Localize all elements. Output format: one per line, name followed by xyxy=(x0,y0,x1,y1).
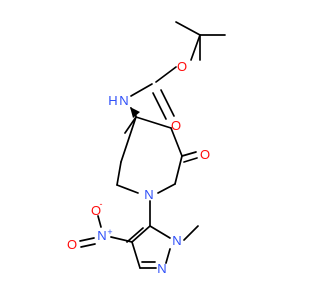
molecule-structure: O O N H O N N + O - O N N xyxy=(67,21,226,276)
atom-nitrogen-nitro: N xyxy=(97,228,106,243)
atom-nitrogen-amide: N xyxy=(119,93,128,108)
nitro-negative-charge: - xyxy=(100,199,103,209)
bond xyxy=(190,34,201,61)
bond xyxy=(160,89,175,117)
nitro-positive-charge: + xyxy=(107,227,112,237)
atom-oxygen-ketone: O xyxy=(200,147,210,162)
bond xyxy=(183,225,199,241)
bond xyxy=(170,127,183,157)
atom-labels: O O N H O N N + O - O N N xyxy=(67,59,210,276)
bond xyxy=(116,161,122,186)
atom-oxygen-nitro-minus: O xyxy=(91,203,101,218)
bond xyxy=(97,215,102,228)
bond xyxy=(120,116,137,163)
bond xyxy=(116,184,139,194)
bond xyxy=(131,225,151,243)
atom-nitrogen-pyrazole-2: N xyxy=(157,261,166,276)
atom-hydrogen-amide: H xyxy=(108,93,117,108)
bond xyxy=(135,116,172,129)
bond xyxy=(130,107,137,117)
bond xyxy=(131,241,141,269)
bond xyxy=(110,236,133,243)
atom-oxygen-carbonyl: O xyxy=(171,118,181,133)
bond xyxy=(157,183,176,194)
bond xyxy=(174,155,183,185)
atom-oxygen-nitro: O xyxy=(67,237,77,252)
bond xyxy=(149,225,171,239)
bond xyxy=(124,116,137,134)
bond xyxy=(183,157,198,163)
bond xyxy=(79,237,95,242)
atom-nitrogen-ring: N xyxy=(144,187,153,202)
atom-nitrogen-pyrazole-1: N xyxy=(172,233,181,248)
bond xyxy=(181,151,197,157)
bonds xyxy=(79,21,226,269)
bond xyxy=(155,66,177,83)
bond xyxy=(175,21,201,36)
bond xyxy=(152,92,167,120)
bond xyxy=(165,248,171,264)
bond xyxy=(126,227,144,243)
atom-oxygen-ether: O xyxy=(177,59,187,74)
bond xyxy=(80,243,96,248)
bond xyxy=(130,83,153,97)
